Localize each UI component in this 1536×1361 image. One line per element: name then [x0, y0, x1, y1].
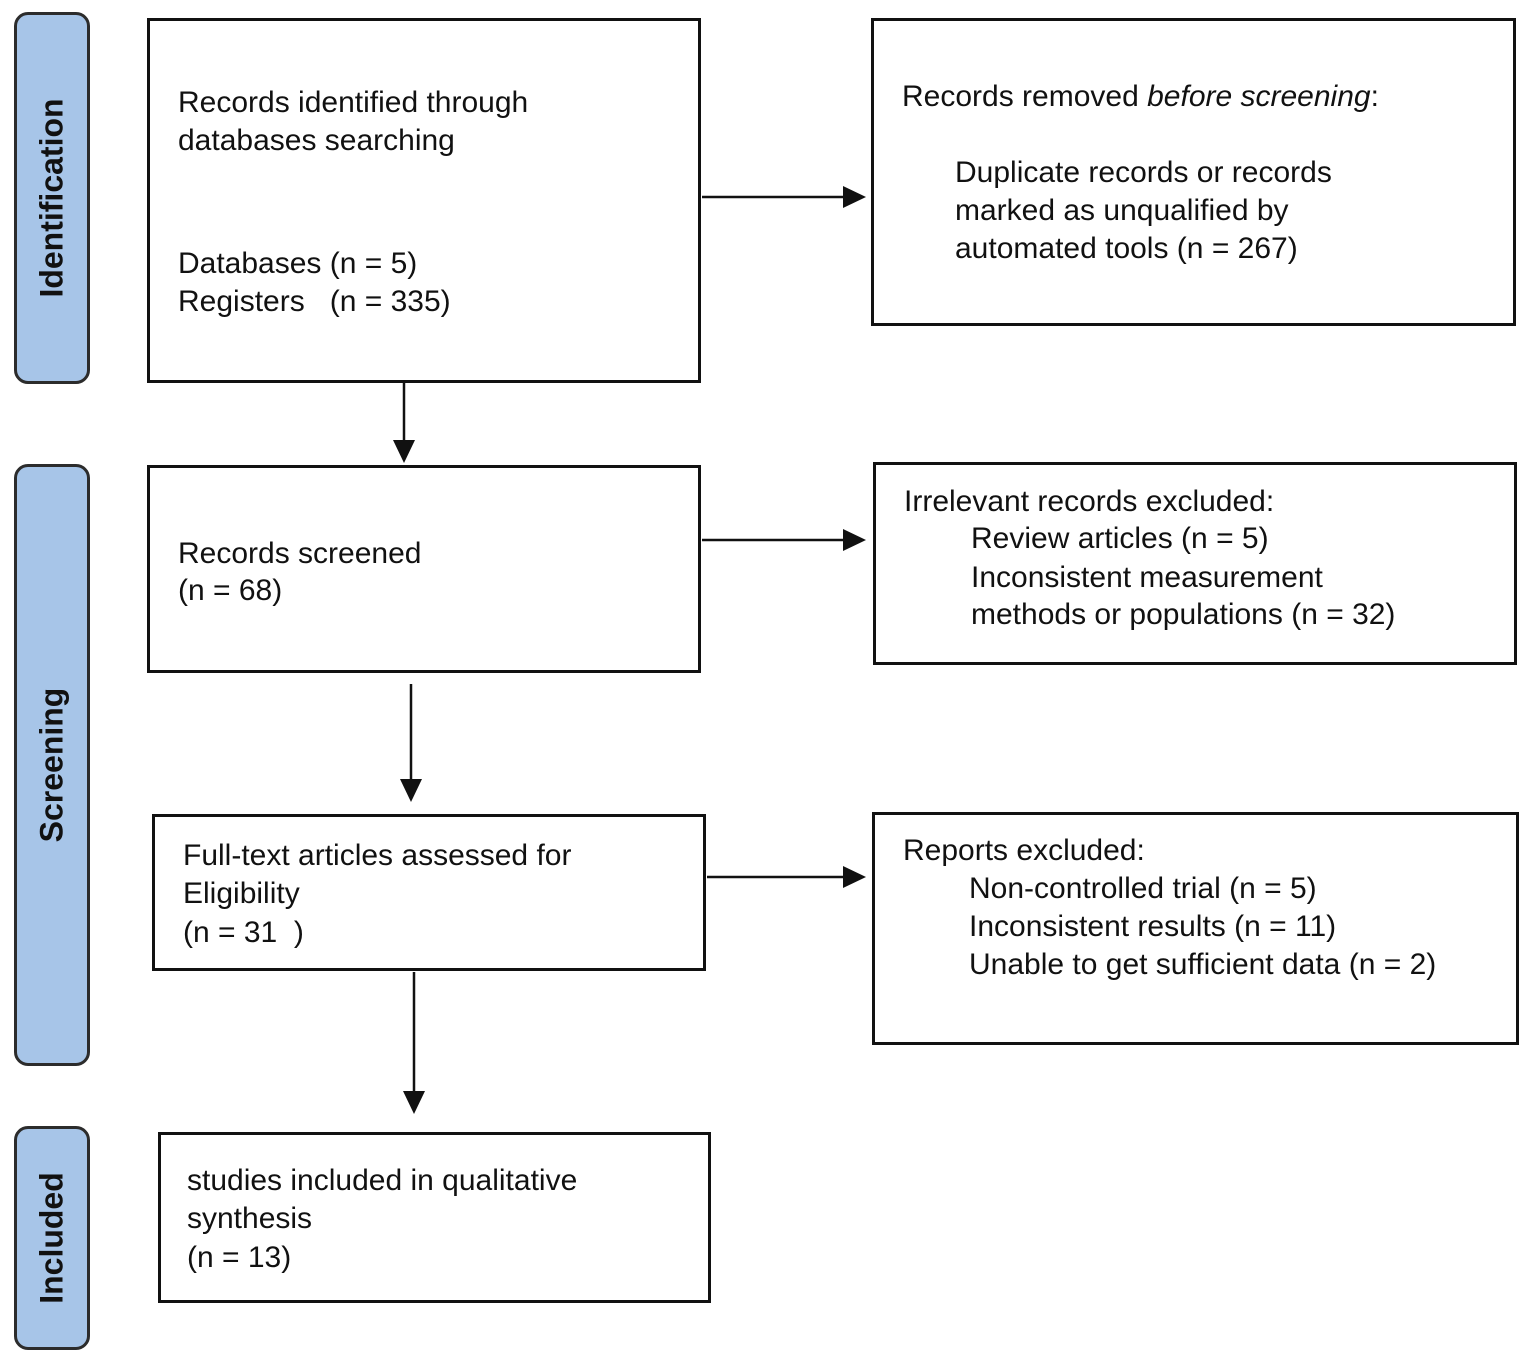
records-removed-title: Records removed before screening:	[902, 78, 1379, 116]
records-identified-line1: Records identified through	[178, 86, 529, 119]
arrowhead-removed	[843, 186, 866, 208]
records-screened-box: Records screened (n = 68)	[147, 465, 701, 673]
arrowhead-reports	[843, 866, 866, 888]
fulltext-assessed-line1: Full-text articles assessed for	[183, 839, 572, 872]
stage-screening: Screening	[14, 464, 90, 1066]
fulltext-assessed-line2: Eligibility	[183, 877, 300, 910]
records-removed-box: Records removed before screening: Duplic…	[871, 18, 1516, 326]
studies-included-box: studies included in qualitative synthesi…	[158, 1132, 711, 1303]
records-identified-line2: databases searching	[178, 124, 455, 157]
records-removed-suffix: :	[1370, 80, 1379, 113]
studies-included-line1: studies included in qualitative	[187, 1164, 578, 1197]
registers-count: Registers (n = 335)	[178, 285, 451, 318]
records-removed-line3: automated tools (n = 267)	[955, 232, 1298, 265]
reports-excluded-box: Reports excluded: Non-controlled trial (…	[872, 812, 1519, 1045]
irrelevant-excluded-line3: methods or populations (n = 32)	[971, 598, 1396, 631]
irrelevant-excluded-box: Irrelevant records excluded: Review arti…	[873, 462, 1517, 665]
records-removed-line1: Duplicate records or records	[955, 156, 1332, 189]
fulltext-assessed-line3: (n = 31 )	[183, 916, 304, 949]
reports-excluded-line1: Non-controlled trial (n = 5)	[969, 872, 1317, 905]
reports-excluded-title: Reports excluded:	[903, 834, 1145, 867]
records-identified-box: Records identified through databases sea…	[147, 18, 701, 383]
records-removed-prefix: Records removed	[902, 80, 1148, 113]
databases-count: Databases (n = 5)	[178, 247, 418, 280]
arrowhead-screened	[393, 440, 415, 463]
stage-included: Included	[14, 1126, 90, 1350]
irrelevant-excluded-title: Irrelevant records excluded:	[904, 485, 1275, 518]
arrowhead-fulltext	[400, 779, 422, 802]
arrowhead-irrelevant	[843, 529, 866, 551]
fulltext-assessed-box: Full-text articles assessed for Eligibil…	[152, 814, 706, 971]
records-screened-line1: Records screened	[178, 537, 422, 570]
studies-included-line2: synthesis	[187, 1202, 313, 1235]
studies-included-line3: (n = 13)	[187, 1241, 292, 1274]
arrowhead-included	[403, 1091, 425, 1114]
records-screened-line2: (n = 68)	[178, 574, 283, 607]
records-removed-emphasis: before screening	[1147, 80, 1371, 113]
stage-identification: Identification	[14, 12, 90, 384]
irrelevant-excluded-line2: Inconsistent measurement	[971, 561, 1323, 594]
reports-excluded-line2: Inconsistent results (n = 11)	[969, 910, 1337, 943]
reports-excluded-line3: Unable to get sufficient data (n = 2)	[969, 948, 1437, 981]
records-removed-line2: marked as unqualified by	[955, 194, 1289, 227]
irrelevant-excluded-line1: Review articles (n = 5)	[971, 522, 1269, 555]
